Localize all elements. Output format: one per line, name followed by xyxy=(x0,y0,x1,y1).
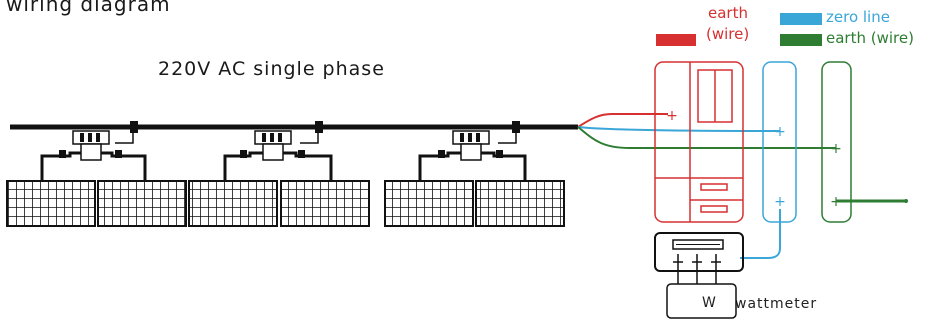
wattmeter-box xyxy=(666,283,737,319)
bus-connector xyxy=(512,121,520,133)
legend-earth-label-2: (wire) xyxy=(706,25,750,43)
solar-panel xyxy=(97,180,187,227)
inverter-group-3 xyxy=(418,130,527,181)
wattmeter-symbol: W xyxy=(702,295,716,311)
red-wire xyxy=(577,113,668,128)
diagram-subtitle: 220V AC single phase xyxy=(158,58,385,80)
solar-panel-array xyxy=(6,180,565,227)
solar-panel xyxy=(188,180,278,227)
wattmeter-label: wattmeter xyxy=(735,296,818,312)
solar-panel xyxy=(384,180,474,227)
svg-text:+: + xyxy=(830,194,842,210)
svg-text:+: + xyxy=(830,141,842,157)
diagram-title: wiring diagram xyxy=(6,0,171,16)
legend-zero-line-label: zero line xyxy=(826,8,890,26)
meter-terminal-block xyxy=(654,232,744,284)
solar-panel xyxy=(280,180,370,227)
legend-earth-wire-label: earth (wire) xyxy=(826,29,914,47)
bus-connector xyxy=(315,121,323,133)
blue-wire xyxy=(577,126,781,132)
bus-connector xyxy=(130,121,138,133)
green-wire xyxy=(577,126,836,149)
legend-blue-swatch xyxy=(780,13,822,25)
svg-text:+: + xyxy=(774,194,786,210)
legend-green-swatch xyxy=(780,34,822,46)
distribution-box: + xyxy=(654,61,744,223)
svg-text:+: + xyxy=(666,108,678,124)
earth-output-end xyxy=(904,199,908,203)
svg-text:+: + xyxy=(774,124,786,140)
legend-red-swatch xyxy=(656,34,696,46)
solar-panel xyxy=(6,180,96,227)
inverter-group-1 xyxy=(40,130,147,181)
legend-earth-label: earth xyxy=(708,4,748,22)
blue-wire-to-meter xyxy=(740,209,781,259)
earth-terminal-bar: + + xyxy=(821,61,852,223)
inverter-group-2 xyxy=(223,130,333,181)
solar-panel xyxy=(475,180,565,227)
neutral-terminal-bar: + + xyxy=(762,61,797,223)
